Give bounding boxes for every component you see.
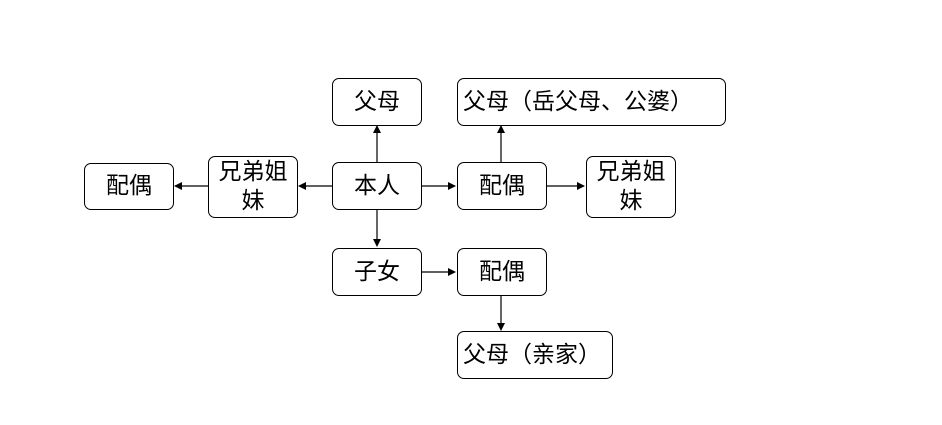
node-spouse-parents: 父母（岳父母、公婆） — [457, 78, 726, 126]
node-child-spouse-parents: 父母（亲家） — [457, 331, 613, 379]
node-children: 子女 — [332, 248, 422, 296]
node-spouse-left: 配偶 — [84, 163, 174, 210]
node-child-spouse: 配偶 — [457, 248, 547, 296]
node-spouse-siblings: 兄弟姐妹 — [586, 156, 676, 218]
node-self: 本人 — [332, 162, 422, 210]
node-parents: 父母 — [332, 78, 422, 126]
node-spouse: 配偶 — [457, 162, 547, 210]
node-siblings-left: 兄弟姐妹 — [208, 156, 298, 218]
